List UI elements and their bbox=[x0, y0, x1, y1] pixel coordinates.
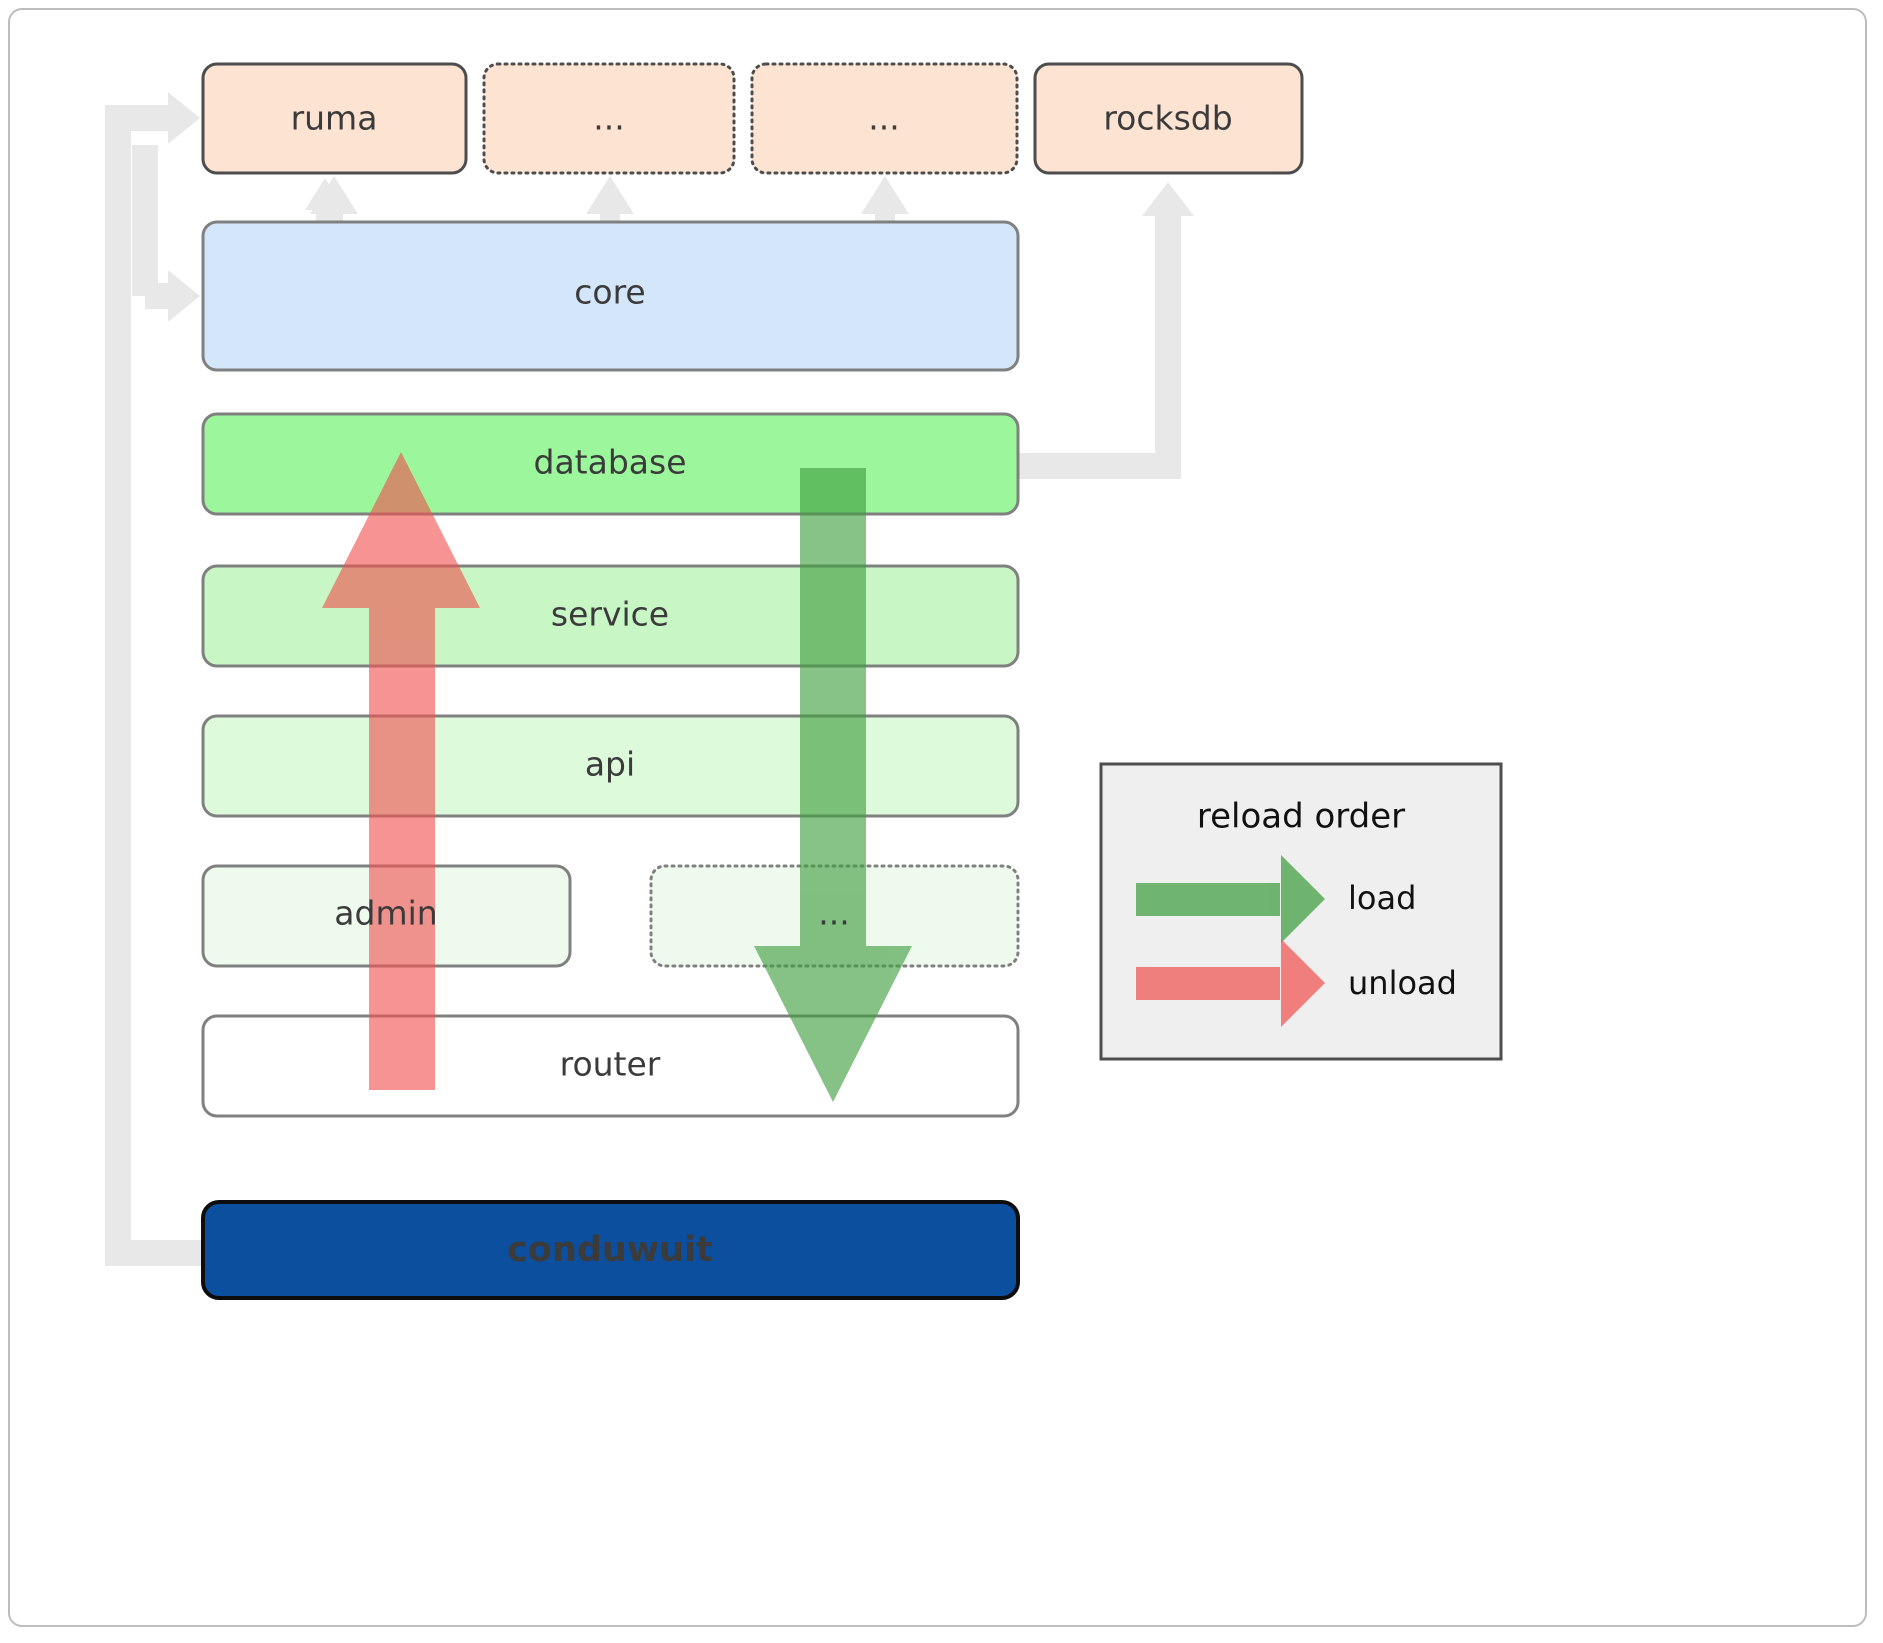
connector-core-to-ruma bbox=[305, 176, 358, 224]
node-conduwuit[interactable]: conduwuit bbox=[201, 1200, 1020, 1300]
node-admin-label: admin bbox=[334, 894, 437, 933]
legend-item-load: load bbox=[1136, 855, 1416, 943]
legend-item-unload: unload bbox=[1136, 939, 1457, 1027]
connector-core-to-dots-1 bbox=[586, 176, 634, 224]
connector-conduwuit-to-ruma bbox=[105, 92, 203, 1266]
node-ruma[interactable]: ruma bbox=[201, 62, 468, 175]
node-core-label: core bbox=[574, 273, 645, 312]
legend-item-load-label: load bbox=[1348, 879, 1416, 917]
node-dots-1[interactable]: ... bbox=[482, 62, 736, 175]
node-ruma-label: ruma bbox=[291, 99, 378, 138]
node-dots-2-label: ... bbox=[868, 99, 899, 138]
node-database-label: database bbox=[534, 443, 687, 482]
node-core[interactable]: core bbox=[201, 220, 1020, 372]
node-rocksdb-label: rocksdb bbox=[1103, 99, 1232, 138]
node-dots-1-label: ... bbox=[593, 99, 624, 138]
connector-database-to-rocksdb bbox=[1018, 182, 1194, 479]
node-api-label: api bbox=[585, 745, 635, 784]
load-arrow bbox=[754, 468, 912, 1102]
node-service-label: service bbox=[551, 595, 669, 634]
unload-arrow bbox=[322, 452, 480, 1090]
legend-item-unload-label: unload bbox=[1348, 964, 1457, 1002]
node-router-label: router bbox=[560, 1045, 661, 1084]
legend-title: reload order bbox=[1197, 797, 1405, 837]
node-more-label: ... bbox=[818, 894, 849, 933]
node-dots-2[interactable]: ... bbox=[750, 62, 1019, 175]
node-conduwuit-label: conduwuit bbox=[507, 1230, 713, 1270]
connector-conduwuit-to-core bbox=[132, 145, 200, 322]
node-rocksdb[interactable]: rocksdb bbox=[1033, 62, 1304, 175]
connector-core-to-dots-2 bbox=[861, 176, 909, 224]
